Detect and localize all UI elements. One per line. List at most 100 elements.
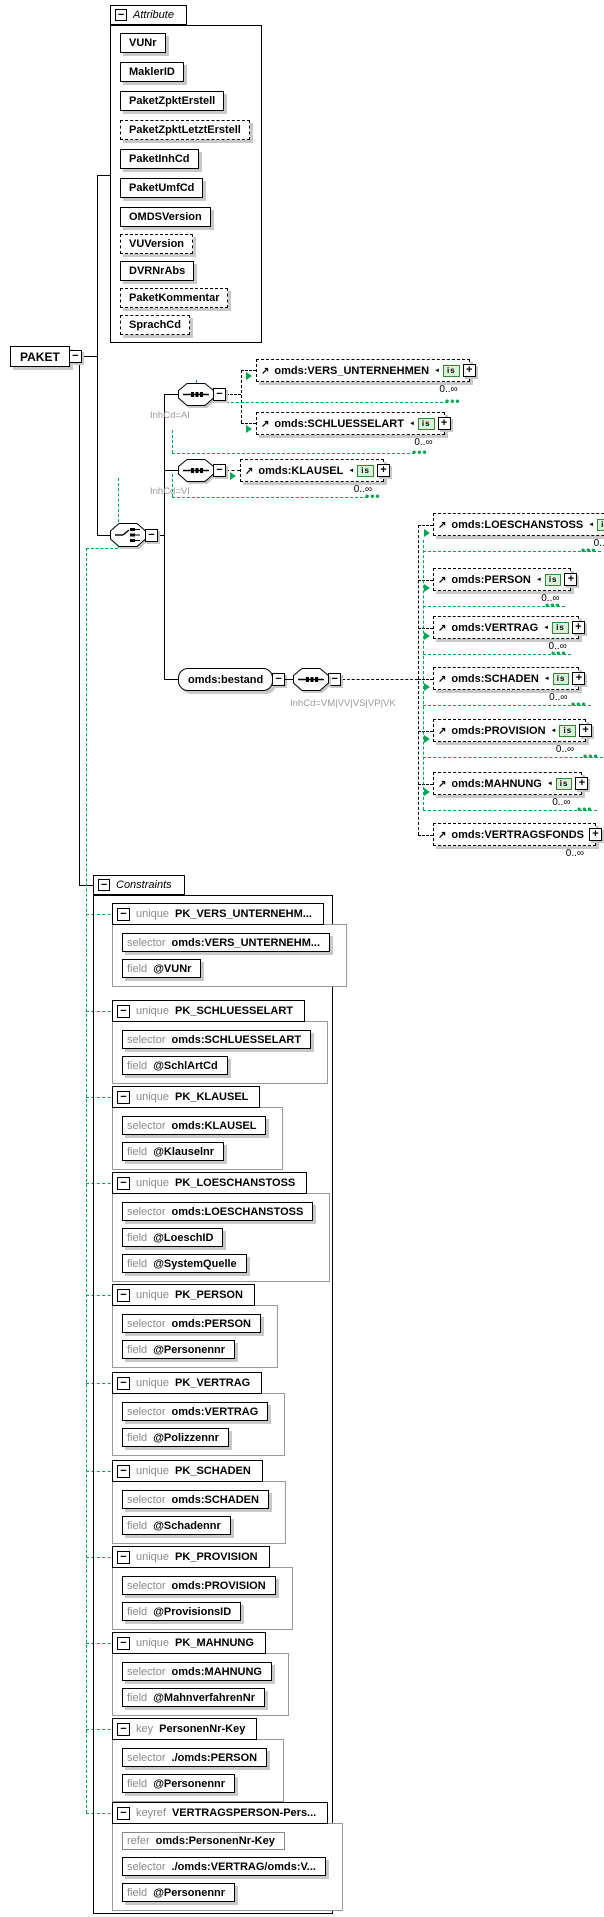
collapse-icon[interactable]: − [98,879,110,891]
element-box[interactable]: ↗ omds:LOESCHANSTOSS ◄ is + [433,513,604,536]
constraint-field[interactable]: field@LoeschID [122,1228,224,1247]
expand-icon[interactable]: + [589,828,603,841]
collapse-icon[interactable]: − [117,1636,130,1650]
constraint-link-line [86,1097,116,1098]
element-box[interactable]: ↗ omds:VERS_UNTERNEHMEN ◄ is + [256,359,476,382]
element-box[interactable]: ↗ omds:SCHADEN ◄ is + [433,667,586,690]
constraint-field[interactable]: field@ProvisionsID [122,1602,242,1621]
constraint-field[interactable]: field@Personennr [122,1774,236,1793]
connector-line [164,470,178,471]
constraint-header[interactable]: − unique PK_LOESCHANSTOSS [112,1172,308,1194]
collapse-icon[interactable]: − [117,1550,130,1564]
collapse-icon[interactable]: − [117,1004,130,1018]
constraint-field[interactable]: field@MahnverfahrenNr [122,1688,265,1707]
collapse-icon[interactable]: − [213,464,226,477]
constraint-header[interactable]: − unique PK_KLAUSEL [112,1086,261,1108]
constraint-header[interactable]: − unique PK_SCHLUESSELART [112,1000,306,1022]
expand-icon[interactable]: + [572,672,586,685]
constraint-field[interactable]: field@SystemQuelle [122,1254,247,1273]
element-box[interactable]: PAKET [10,346,70,367]
constraint-field[interactable]: field@Klauselnr [122,1142,225,1161]
element-box[interactable]: ↗ omds:VERTRAG ◄ is + [433,616,585,639]
element-box[interactable]: omds:bestand [178,668,274,691]
constraint-header[interactable]: − unique PK_PERSON [112,1284,255,1306]
collapse-icon[interactable]: − [145,529,158,542]
choice-connector-icon[interactable] [110,523,146,547]
attribute-paketumfcd[interactable]: PaketUmfCd [120,178,204,198]
collapse-icon[interactable]: − [68,350,82,363]
expand-icon[interactable]: + [376,464,390,477]
connector-line [418,525,433,526]
attribute-paketzpkterstell[interactable]: PaketZpktErstell [120,91,225,111]
sequence-connector-icon[interactable] [293,668,330,691]
attribute-vuversion[interactable]: VUVersion [120,234,194,254]
connector-line [418,525,419,835]
constraints-container [93,895,333,1914]
constraint-header[interactable]: − unique PK_VERS_UNTERNEHM... [112,903,324,925]
collapse-icon[interactable]: − [117,1176,130,1190]
element-reference-icon: ↗ [438,623,447,634]
constraint-field[interactable]: field@SchlArtCd [122,1056,228,1075]
element-box[interactable]: ↗ omds:VERTRAGSFONDS + [433,823,603,846]
occurrence-label: 0..∞ [414,437,433,448]
collapse-icon[interactable]: − [117,1288,130,1302]
attribute-sprachcd[interactable]: SprachCd [120,315,190,335]
constraint-header[interactable]: − unique PK_VERTRAG [112,1372,263,1394]
constraint-header[interactable]: − unique PK_PROVISION [112,1546,270,1568]
element-box[interactable]: ↗ omds:PROVISION ◄ is + [433,719,593,742]
element-box[interactable]: ↗ omds:KLAUSEL ◄ is + [240,459,390,482]
expand-icon[interactable]: + [579,724,593,737]
collapse-icon[interactable]: − [115,9,127,21]
attribute-maklerid[interactable]: MaklerID [120,62,184,82]
collapse-icon[interactable]: − [117,907,130,921]
attribute-omdsversion[interactable]: OMDSVersion [120,207,211,227]
collapse-icon[interactable]: − [328,673,342,686]
expand-icon[interactable]: + [462,364,476,377]
collapse-icon[interactable]: − [117,1464,130,1478]
sequence-connector-icon[interactable] [178,459,214,482]
constraint-selector[interactable]: selector./omds:VERTRAG/omds:V... [122,1857,326,1876]
attribute-paketzpktletzterstell[interactable]: PaketZpktLetztErstell [120,120,250,140]
constraint-field[interactable]: field@VUNr [122,959,202,978]
element-reference-icon: ↗ [438,520,447,531]
expand-icon[interactable]: + [564,573,578,586]
element-box[interactable]: ↗ omds:MAHNUNG ◄ is + [433,772,589,795]
constraint-header[interactable]: − unique PK_MAHNUNG [112,1632,266,1654]
element-box[interactable]: ↗ omds:SCHLUESSELART ◄ is + [256,412,451,435]
collapse-icon[interactable]: − [117,1722,130,1736]
expand-icon[interactable]: + [571,621,585,634]
continuation-dots-icon: ••• [581,543,597,557]
sequence-connector-icon[interactable] [178,383,214,406]
constraint-arrow-icon [230,472,236,480]
collapse-icon[interactable]: − [117,1806,130,1820]
collapse-icon[interactable]: − [272,673,286,686]
constraint-header[interactable]: − unique PK_SCHADEN [112,1460,263,1482]
constraint-field[interactable]: field@Personennr [122,1340,236,1359]
constraint-field[interactable]: field@Schadennr [122,1516,231,1535]
collapse-icon[interactable]: − [117,1376,130,1390]
attribute-paketkommentar[interactable]: PaketKommentar [120,288,229,308]
expand-icon[interactable]: + [575,777,589,790]
element-box[interactable]: ↗ omds:PERSON ◄ is + [433,568,578,591]
constraint-header[interactable]: − key PersonenNr-Key [112,1718,258,1740]
collapse-icon[interactable]: − [117,1090,130,1104]
attribute-vunr[interactable]: VUNr [120,33,166,53]
attribute-dvrnrabs[interactable]: DVRNrAbs [120,261,195,281]
collapse-icon[interactable]: − [213,388,226,401]
constraint-field[interactable]: field@Polizzennr [122,1428,229,1447]
attribute-paketinhcd[interactable]: PaketInhCd [120,149,199,169]
constraint-header[interactable]: − keyref VERTRAGSPERSON-Pers... [112,1802,329,1824]
element-reference-icon: ↗ [245,466,254,477]
expand-icon[interactable]: + [437,417,451,430]
constraint-selector[interactable]: selector./omds:PERSON [122,1748,268,1767]
constraint-field[interactable]: field@Personennr [122,1883,236,1902]
